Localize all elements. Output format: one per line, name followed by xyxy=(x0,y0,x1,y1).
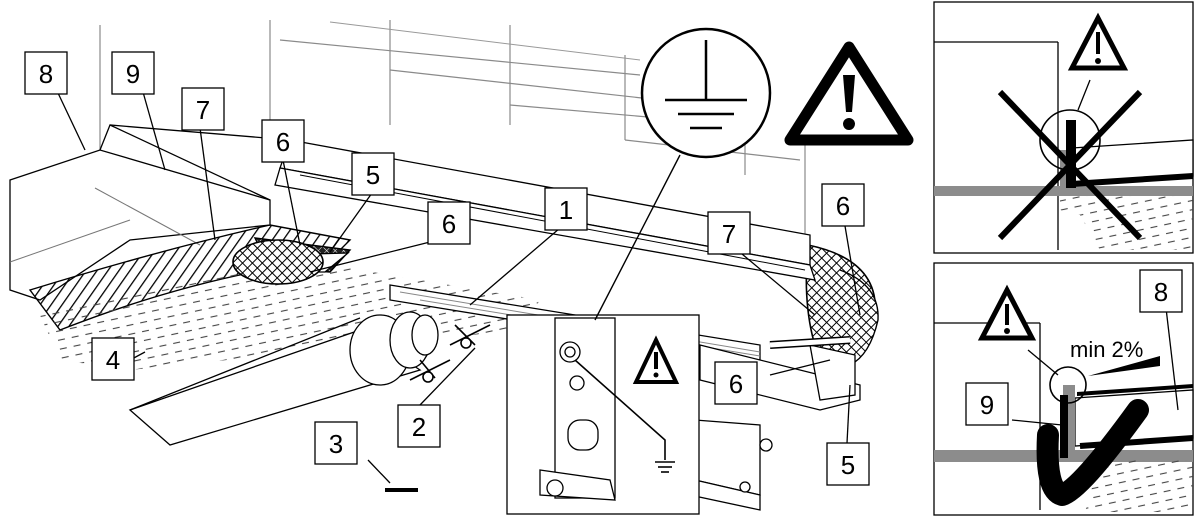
drain-pipe xyxy=(128,311,439,446)
svg-text:2: 2 xyxy=(412,412,426,442)
svg-text:5: 5 xyxy=(366,160,380,190)
svg-text:9: 9 xyxy=(126,59,140,89)
callout-8: 8 xyxy=(24,51,68,95)
callout-5: 5 xyxy=(826,442,870,486)
callout-9: 9 xyxy=(111,51,155,95)
svg-text:9: 9 xyxy=(980,390,994,420)
sealing-collar-mesh xyxy=(232,239,324,285)
warning-triangle-icon xyxy=(784,41,914,146)
svg-text:5: 5 xyxy=(841,450,855,480)
svg-text:7: 7 xyxy=(196,95,210,125)
ground-detail-inset xyxy=(506,314,700,515)
cut-marker-icon xyxy=(409,324,491,383)
callout-3: 3 xyxy=(314,421,358,465)
svg-text:4: 4 xyxy=(106,345,120,375)
main-scene xyxy=(9,20,914,515)
slope-label: min 2% xyxy=(1070,337,1143,362)
callout-labels: 8 9 7 6 5 6 1 4 xyxy=(24,51,1183,486)
svg-text:1: 1 xyxy=(559,195,573,225)
cross-mark-icon xyxy=(997,89,1143,241)
callout-4: 4 xyxy=(91,337,135,381)
mounting-foot xyxy=(689,419,773,511)
svg-text:6: 6 xyxy=(729,369,743,399)
svg-text:3: 3 xyxy=(329,429,343,459)
svg-text:7: 7 xyxy=(722,219,736,249)
warning-triangle-icon xyxy=(977,284,1037,341)
callout-8: 8 xyxy=(1139,269,1183,313)
wrong-installation-inset xyxy=(933,1,1194,254)
callout-5: 5 xyxy=(351,152,395,196)
svg-text:8: 8 xyxy=(1154,277,1168,307)
callout-6: 6 xyxy=(714,361,758,405)
callout-7: 7 xyxy=(181,87,225,131)
callout-9: 9 xyxy=(965,382,1009,426)
callout-2: 2 xyxy=(397,404,441,448)
svg-text:6: 6 xyxy=(276,127,290,157)
callout-6: 6 xyxy=(821,183,865,227)
earth-ground-icon xyxy=(655,461,675,473)
warning-triangle-icon xyxy=(1067,12,1129,71)
check-mark-icon xyxy=(1036,395,1149,506)
callout-1: 1 xyxy=(544,187,588,231)
svg-text:6: 6 xyxy=(836,191,850,221)
slope-wedge-icon xyxy=(1088,356,1160,376)
svg-text:6: 6 xyxy=(442,209,456,239)
warning-triangle-icon xyxy=(632,335,680,384)
earth-ground-symbol xyxy=(594,27,772,321)
callout-6: 6 xyxy=(427,201,471,245)
floor-tiles xyxy=(9,124,291,301)
callout-6: 6 xyxy=(261,119,305,163)
svg-text:8: 8 xyxy=(39,59,53,89)
callout-7: 7 xyxy=(707,211,751,255)
